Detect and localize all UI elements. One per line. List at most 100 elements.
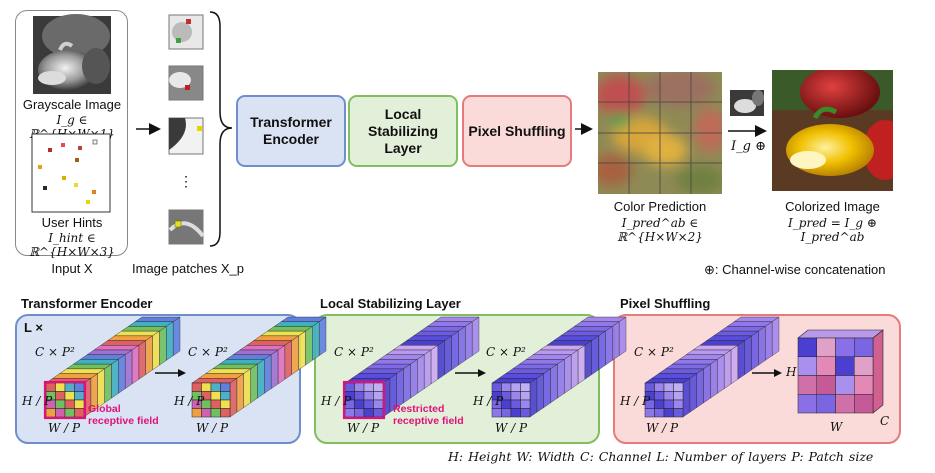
enc-output-cuboid-side-slice <box>229 377 238 418</box>
ps-input-cuboid-front-cell <box>673 408 684 418</box>
ps-input-cuboid-side-slice <box>771 316 780 357</box>
lsl-output-cuboid-side-slice <box>598 330 606 371</box>
enc-output-cuboid-side-slice <box>318 316 327 357</box>
enc-output-cuboid-front-cell <box>210 391 221 401</box>
enc-input-cuboid-top-slice <box>65 363 113 370</box>
enc-output-cuboid-side-slice <box>236 373 244 413</box>
ps-input-cuboid-top-slice <box>685 349 732 355</box>
lsl-output-cuboid-side-slice <box>557 359 565 399</box>
lsl-input-cuboid-side-slice <box>417 354 425 394</box>
enc-output-cuboid-front-cell <box>201 408 212 418</box>
enc-input-cuboid-front-cell <box>74 399 85 409</box>
enc-input-cuboid-top-slice <box>72 359 119 365</box>
ps-input-cuboid-front-cell <box>663 399 674 409</box>
enc-input-cuboid-front-cell <box>64 408 75 418</box>
lsl-panel-title: Local Stabilizing Layer <box>320 296 461 311</box>
lsl-input-cuboid-front-cell <box>373 408 384 418</box>
prediction-label: Color Prediction <box>613 199 707 214</box>
lsl-input-cuboid-front-cell <box>344 408 355 418</box>
ps-input-cuboid-top-slice <box>726 321 773 327</box>
lsl-output-cuboid-front-cell <box>510 408 521 418</box>
lsl-input-cuboid-top-slice <box>351 373 398 379</box>
ps-input-cuboid-front-cell <box>644 382 655 392</box>
enc-input-cuboid-top-slice <box>59 368 106 374</box>
ps-input-cuboid-top-slice <box>658 368 705 374</box>
lsl-output-cuboid-side-slice <box>605 326 613 366</box>
lsl-input-cuboid-front-cell <box>363 408 374 418</box>
ps-output-cell <box>835 356 855 376</box>
lsl-input-cuboid-top-slice <box>378 354 425 360</box>
encoder-panel-title: Transformer Encoder <box>21 296 153 311</box>
enc-input-cuboid-side-slice <box>104 363 112 404</box>
ps-output-cell <box>797 394 817 414</box>
ps-input-cuboid-top-slice <box>671 359 718 365</box>
ps-input-cuboid-side-slice <box>696 368 704 408</box>
restricted-field-label: Restricted receptive field <box>393 403 464 427</box>
ps-output-cell <box>854 356 874 376</box>
enc-output-cuboid-top-slice <box>205 368 252 374</box>
colorized-label: Colorized Image <box>785 199 880 214</box>
lsl-input-cuboid-side-slice <box>444 335 452 375</box>
patches-caption: Image patches X_p <box>132 261 245 276</box>
transformer-encoder-module: Transformer Encoder <box>236 95 346 167</box>
enc-input-cuboid-top-slice <box>120 326 167 332</box>
ps-dim-h: H / P <box>620 394 651 408</box>
lsl2-dim-c: C × P² <box>486 345 526 359</box>
lsl-output-cuboid-top-slice <box>491 378 538 384</box>
lsl-input-cuboid-top-slice <box>385 349 432 355</box>
enc-output-cuboid-side-slice <box>312 321 320 361</box>
lsl-output-cuboid-side-slice <box>591 335 599 375</box>
enc-output-cuboid-top-slice <box>211 363 259 370</box>
pixel-shuffling-module: Pixel Shuffling <box>462 95 572 167</box>
lsl1-dim-c: C × P² <box>334 345 374 359</box>
enc-input-cuboid-front-cell <box>55 399 66 409</box>
lsl-input-cuboid-top-slice <box>399 340 446 346</box>
prediction-math: I_pred^ab ∈ ℝ^{H×W×2} <box>617 216 703 244</box>
enc-input-cuboid-top-slice <box>86 349 133 355</box>
lsl-input-cuboid-side-slice <box>451 330 459 371</box>
lsl-label: Local Stabilizing Layer <box>368 105 438 156</box>
enc-output-cuboid-top-slice <box>239 345 286 351</box>
footer-legend: H: Height W: Width C: Channel L: Number … <box>448 449 874 464</box>
enc-input-cuboid-side-slice <box>111 359 119 399</box>
ps-out-h: H <box>786 365 797 379</box>
lsl-input-cuboid-front-cell <box>363 391 374 401</box>
enc-input-cuboid-front-cell <box>55 408 66 418</box>
lsl-input-cuboid-front-cell <box>354 408 365 418</box>
ps-output-cell <box>816 356 836 376</box>
lsl-input-cuboid-front-cell <box>363 399 374 409</box>
ps-input-cuboid-side-slice <box>758 326 766 366</box>
lsl1-dim-h: H / P <box>321 394 352 408</box>
lsl-output-cuboid-side-slice <box>543 368 551 408</box>
enc-output-cuboid-front-cell <box>210 382 221 392</box>
lsl-input-cuboid-side-slice <box>423 349 432 390</box>
lsl-output-cuboid-front-cell <box>491 382 502 392</box>
lsl-input-cuboid-front-cell <box>373 391 384 401</box>
lsl-output-cuboid-top-slice <box>559 330 607 337</box>
lsl-output-cuboid-top-slice <box>498 373 545 379</box>
enc-input-cuboid-side-slice <box>166 321 174 361</box>
enc1-dim-h: H / P <box>22 394 53 408</box>
lsl-output-cuboid-front-cell <box>510 391 521 401</box>
enc-output-cuboid-front-cell <box>191 382 202 392</box>
enc-input-cuboid-side-slice <box>124 349 133 390</box>
ps-input-cuboid-side-slice <box>737 340 745 380</box>
ps-input-cuboid-side-slice <box>730 344 739 385</box>
enc-output-cuboid-side-slice <box>250 363 258 404</box>
lsl-input-cuboid-side-slice <box>458 326 466 366</box>
enc-input-cuboid-side-slice <box>145 335 153 375</box>
lsl-input-cuboid-side-slice <box>471 316 480 357</box>
enc-input-cuboid-top-slice <box>127 321 174 327</box>
lsl-input-cuboid-side-slice <box>430 344 439 385</box>
lsl-input-cuboid-front-cell <box>363 382 374 392</box>
ps-input-cuboid-top-slice <box>699 340 746 346</box>
enc-output-cuboid-front-cell <box>220 399 231 409</box>
enc-output-cuboid-top-slice <box>191 378 238 384</box>
lsl-input-cuboid-front-cell <box>373 399 384 409</box>
